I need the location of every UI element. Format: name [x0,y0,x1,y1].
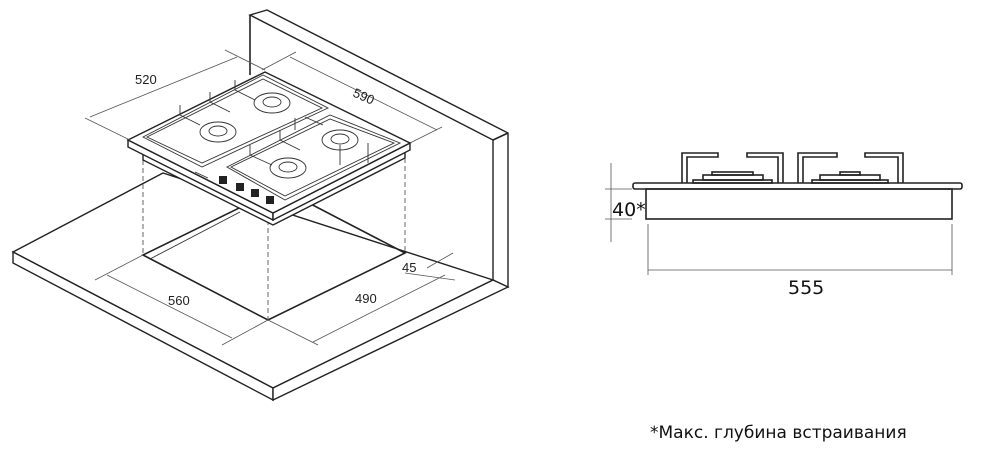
countertop [11,172,510,402]
dim-hob-depth: 520 [135,72,157,87]
hob [126,71,412,226]
projection-lines [142,158,406,320]
side-view [605,152,963,275]
dim-wall-offset: 45 [402,260,416,275]
grate-left [142,74,330,168]
grate-fingers [179,80,369,166]
footnote: *Макс. глубина встраивания [650,423,907,443]
burner-4 [269,157,307,179]
dim-height: 40* [612,199,646,221]
grate-supports [681,152,904,183]
cutout [141,187,407,321]
burner-1 [199,121,237,143]
grate-right [226,114,402,201]
dim-hob-width: 590 [351,85,377,108]
burner-3 [321,129,359,151]
brand-logo [194,171,209,179]
dim-cutout-width: 560 [168,293,190,308]
dimension-lines [84,49,456,346]
control-knobs [219,176,274,204]
burner-caps [692,171,889,184]
burner-2 [253,92,291,114]
dim-width: 555 [788,277,824,299]
dim-cutout-depth: 490 [355,291,377,306]
